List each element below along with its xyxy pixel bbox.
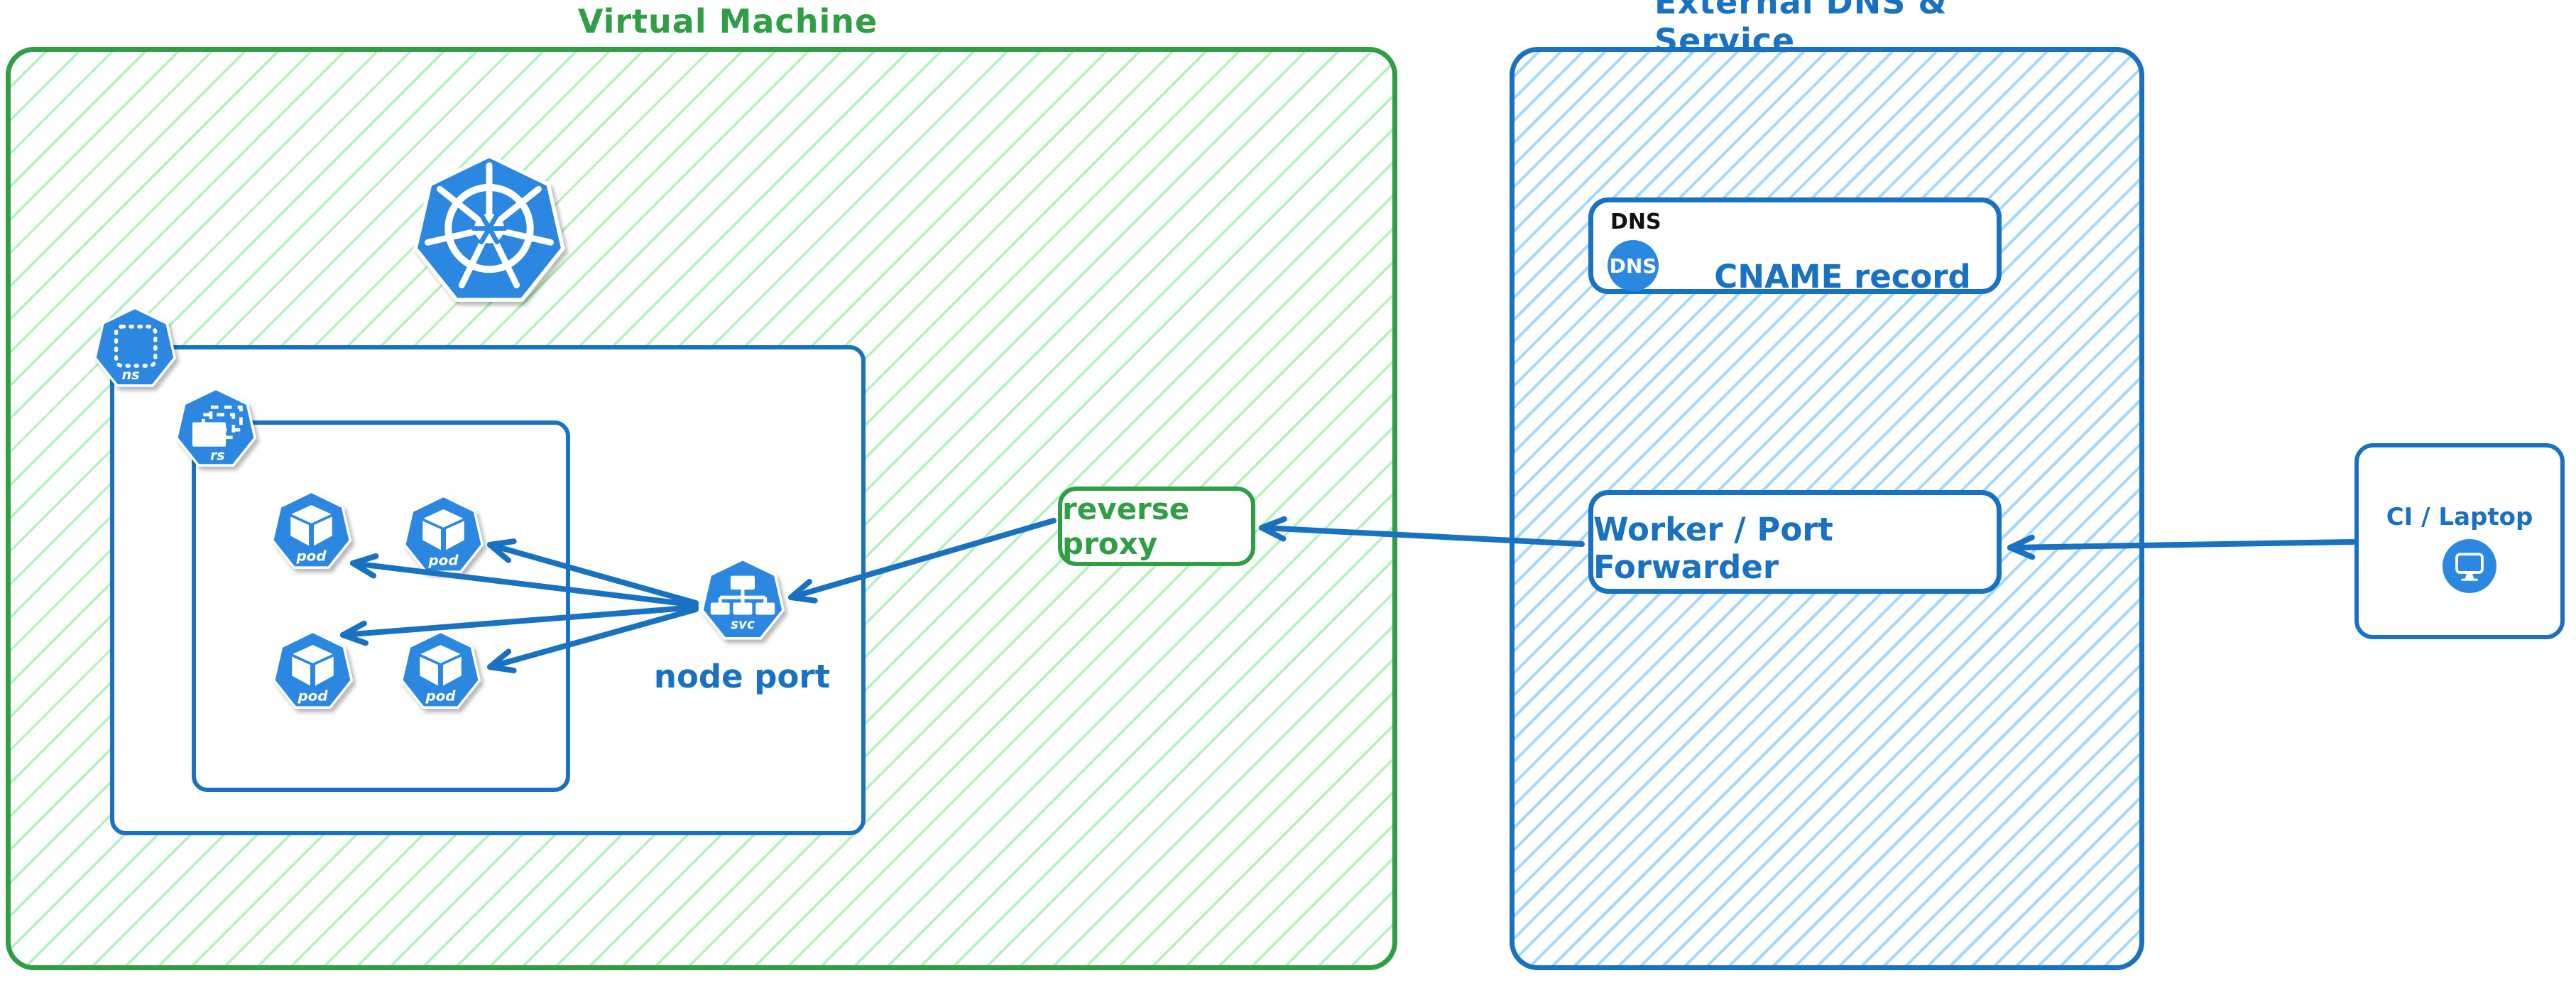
namespace-badge-label: ns (121, 366, 139, 383)
pod-label: pod (295, 548, 327, 564)
replicaset-icon: rs (175, 387, 257, 467)
dns-card: DNS DNS CNAME record (1588, 197, 2002, 295)
reverse-proxy-label: reverse proxy (1062, 492, 1190, 561)
reverse-proxy-box: reverse proxy (1058, 487, 1255, 566)
service-badge-label: svc (731, 617, 755, 632)
pod-label: pod (427, 552, 459, 568)
pod-label: pod (297, 688, 328, 704)
pod-icon: pod (272, 630, 354, 709)
pod-icon: pod (403, 494, 484, 573)
dns-icon-text: DNS (1609, 254, 1657, 278)
virtual-machine-title: Virtual Machine (577, 2, 878, 40)
namespace-icon: ns (93, 306, 177, 387)
pod-label: pod (425, 688, 456, 704)
kubernetes-logo-icon (413, 153, 565, 302)
cname-record-label: CNAME record (1714, 258, 1971, 295)
monitor-icon (2455, 553, 2484, 581)
pod-icon: pod (400, 630, 481, 709)
ci-laptop-label: CI / Laptop (2386, 503, 2533, 531)
worker-port-forwarder-box: Worker / Port Forwarder (1588, 490, 2002, 594)
node-port-label: node port (653, 658, 831, 695)
external-dns-title: External DNS & Service (1654, 0, 1948, 60)
worker-port-forwarder-label: Worker / Port Forwarder (1593, 511, 1833, 586)
replicaset-badge-label: rs (210, 448, 225, 464)
ci-laptop-box: CI / Laptop (2354, 443, 2565, 639)
replicaset-box (192, 420, 570, 792)
pod-icon: pod (271, 490, 352, 569)
laptop-icon (2443, 539, 2496, 593)
dns-corner-label: DNS (1610, 210, 1661, 234)
service-icon: svc (700, 558, 785, 640)
dns-icon: DNS (1608, 240, 1659, 291)
